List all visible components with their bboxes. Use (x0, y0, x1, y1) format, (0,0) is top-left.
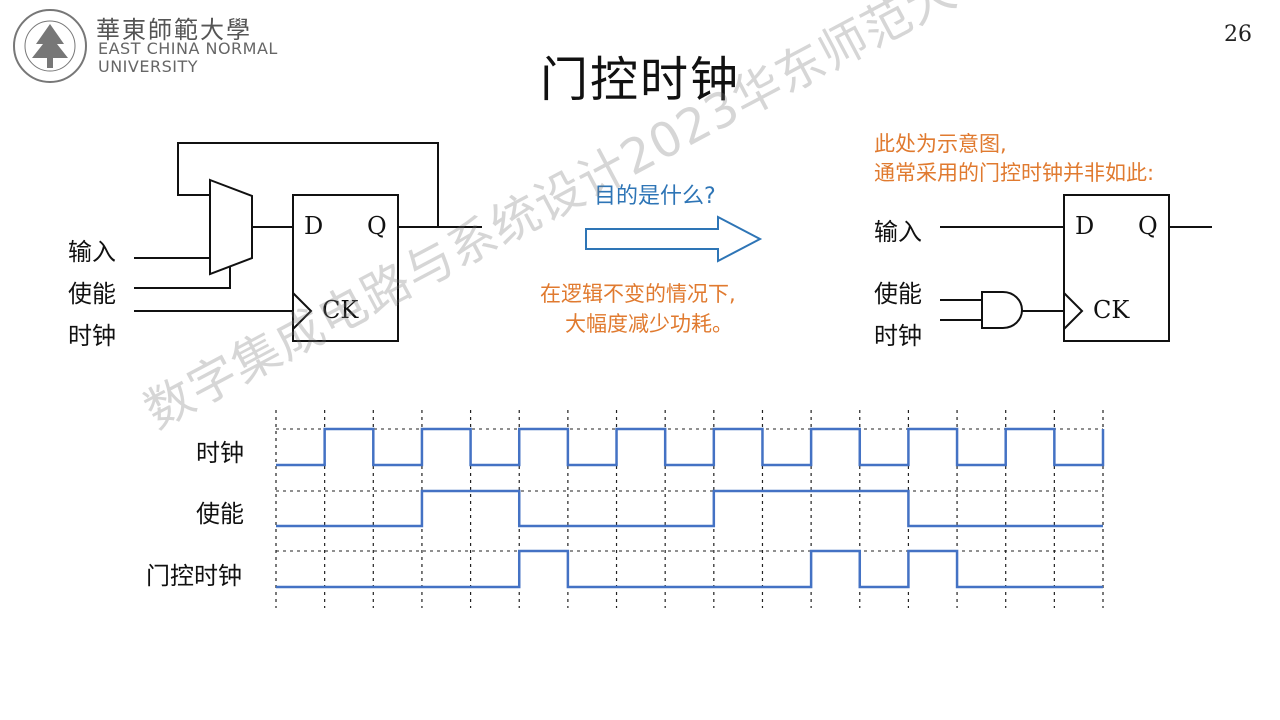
right-flipflop (1063, 194, 1170, 342)
university-seal-icon (13, 9, 87, 83)
right-input-label: 输入 (874, 218, 922, 246)
left-mux (209, 178, 253, 276)
left-flipflop (292, 194, 399, 342)
timing-enable-label: 使能 (196, 500, 244, 528)
right-enable-label: 使能 (874, 280, 922, 308)
slide-title: 门控时钟 (539, 52, 740, 108)
timing-clock-label: 时钟 (196, 439, 244, 467)
logo-english-line2: UNIVERSITY (98, 57, 198, 76)
right-q-label: Q (1138, 212, 1158, 240)
waveform-enable (276, 489, 1103, 528)
right-circuit (940, 194, 1212, 342)
left-ck-label: CK (322, 296, 359, 324)
university-logo (10, 6, 90, 86)
waveform-clock (276, 427, 1105, 467)
right-ck-label: CK (1093, 296, 1130, 324)
hollow-arrow-icon (585, 215, 763, 263)
logo-chinese-name: 華東師範大學 (96, 16, 252, 44)
purpose-answer-line1: 在逻辑不变的情况下, (540, 282, 736, 306)
left-clock-label: 时钟 (68, 322, 116, 350)
and-gate (981, 291, 1023, 329)
left-enable-label: 使能 (68, 280, 116, 308)
right-d-label: D (1075, 212, 1095, 240)
right-note-line2: 通常采用的门控时钟并非如此: (874, 161, 1155, 185)
left-input-label: 输入 (68, 238, 116, 266)
page-number: 26 (1224, 22, 1252, 47)
right-note-line1: 此处为示意图, (874, 132, 1007, 156)
logo-english-line1: EAST CHINA NORMAL (98, 39, 278, 58)
right-clock-label: 时钟 (874, 322, 922, 350)
timing-gated-clock-label: 门控时钟 (146, 562, 242, 590)
left-d-label: D (304, 212, 324, 240)
left-q-label: Q (367, 212, 387, 240)
purpose-question: 目的是什么? (594, 184, 716, 209)
waveform-gated-clock (276, 549, 1103, 589)
purpose-answer-line2: 大幅度减少功耗。 (565, 312, 733, 336)
left-circuit (134, 142, 482, 342)
